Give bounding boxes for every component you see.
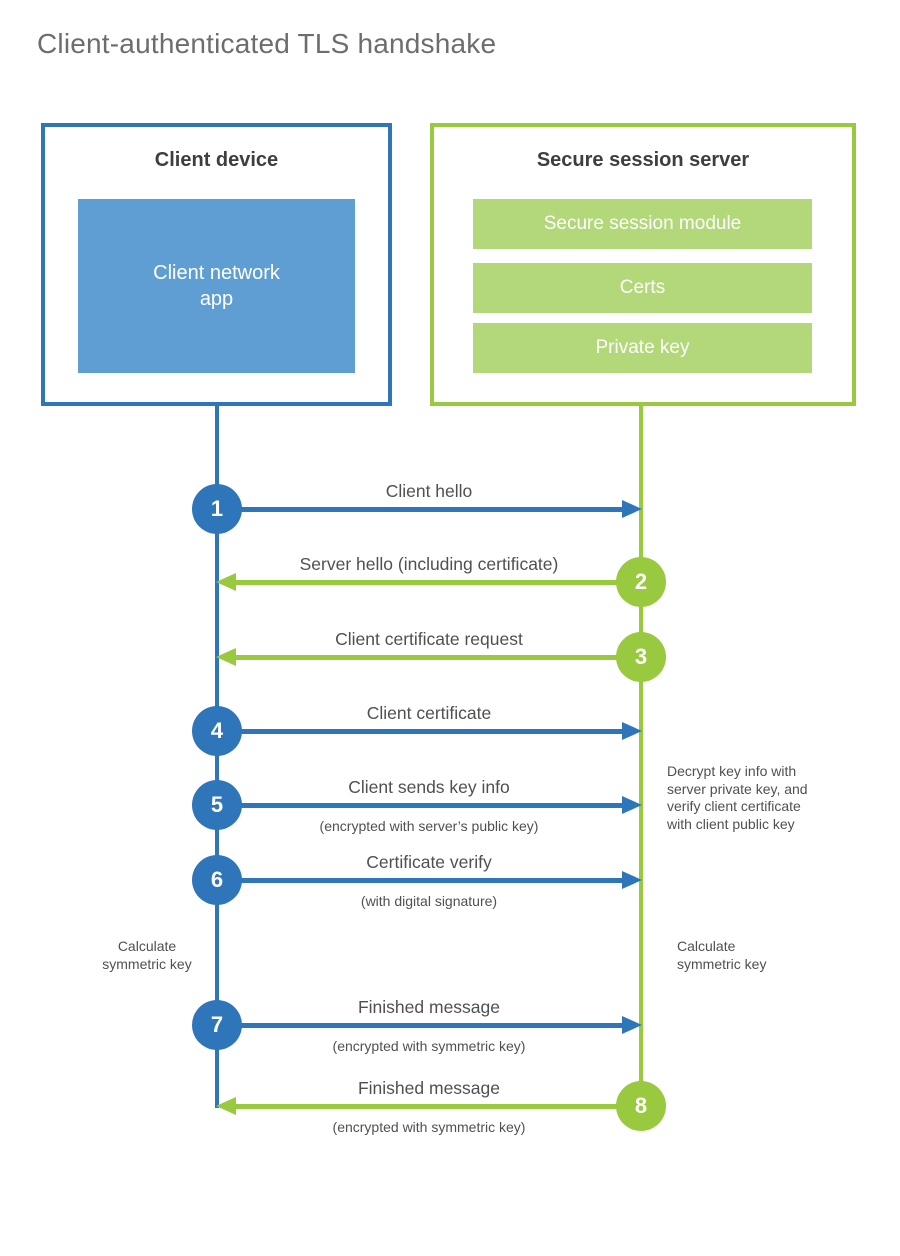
message-sublabel: (encrypted with symmetric key): [332, 1038, 526, 1054]
message-label: Client hello: [385, 481, 473, 501]
message-arrow-line: [217, 1023, 622, 1028]
message-label: Client sends key info: [348, 777, 510, 797]
message-arrow-line: [236, 1104, 641, 1109]
arrow-head-right: [622, 500, 642, 518]
calculate-symmetric-key-note-server: Calculate symmetric key: [677, 938, 767, 972]
message-label: Client certificate request: [335, 629, 523, 649]
server-module-private-key: Private key: [473, 323, 812, 373]
client-lifeline: [215, 406, 219, 1108]
step-circle-6: 6: [192, 855, 242, 905]
arrow-head-right: [622, 1016, 642, 1034]
message-label: Finished message: [357, 1078, 501, 1098]
message-label: Client certificate: [366, 703, 492, 723]
message-arrow-line: [217, 507, 622, 512]
message-sublabel: (with digital signature): [360, 893, 498, 909]
arrow-head-right: [622, 871, 642, 889]
arrow-head-right: [622, 796, 642, 814]
page-title: Client-authenticated TLS handshake: [37, 28, 497, 59]
step-circle-4: 4: [192, 706, 242, 756]
server-lifeline: [639, 406, 643, 1108]
arrow-head-left: [216, 648, 236, 666]
client-network-app-block: Client network app: [78, 199, 355, 373]
step-circle-8: 8: [616, 1081, 666, 1131]
secure-session-server-title: Secure session server: [536, 149, 750, 171]
message-sublabel: (encrypted with symmetric key): [332, 1119, 526, 1135]
decrypt-key-note: Decrypt key info with server private key…: [667, 763, 808, 832]
step-circle-2: 2: [616, 557, 666, 607]
arrow-head-left: [216, 573, 236, 591]
server-module-certs: Certs: [473, 263, 812, 313]
arrow-head-left: [216, 1097, 236, 1115]
arrow-head-right: [622, 722, 642, 740]
server-module-secure-session-module: Secure session module: [473, 199, 812, 249]
step-circle-1: 1: [192, 484, 242, 534]
step-circle-5: 5: [192, 780, 242, 830]
message-arrow-line: [217, 803, 622, 808]
step-circle-7: 7: [192, 1000, 242, 1050]
message-sublabel: (encrypted with server’s public key): [319, 818, 539, 834]
message-arrow-line: [236, 580, 641, 585]
step-circle-3: 3: [616, 632, 666, 682]
client-device-box: Client device Client network app: [41, 123, 392, 406]
message-label: Finished message: [357, 997, 501, 1017]
message-arrow-line: [236, 655, 641, 660]
message-label: Server hello (including certificate): [299, 554, 559, 574]
message-label: Certificate verify: [366, 852, 492, 872]
message-arrow-line: [217, 729, 622, 734]
secure-session-server-box: Secure session server Secure session mod…: [430, 123, 856, 406]
calculate-symmetric-key-note-client: Calculate symmetric key: [102, 938, 192, 972]
message-arrow-line: [217, 878, 622, 883]
client-device-title: Client device: [154, 149, 279, 171]
